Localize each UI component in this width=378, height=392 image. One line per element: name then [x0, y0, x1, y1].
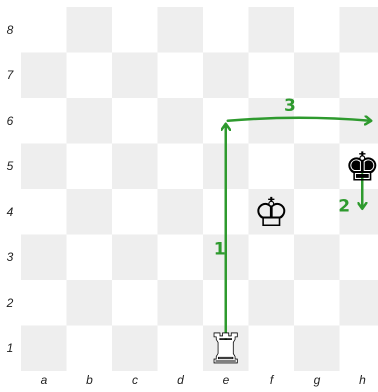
square-a5[interactable] [21, 143, 67, 190]
square-g2[interactable] [294, 280, 340, 326]
square-h2[interactable] [339, 280, 378, 326]
square-c6[interactable] [112, 98, 158, 144]
move-arrow-3: 3 [226, 96, 371, 121]
square-f7[interactable] [248, 52, 295, 99]
move-arrow-2: 2 [338, 173, 362, 216]
square-f8[interactable] [248, 7, 295, 53]
square-b2[interactable] [66, 280, 113, 326]
square-h4[interactable] [339, 189, 378, 235]
square-a3[interactable] [21, 234, 67, 281]
square-d7[interactable] [157, 52, 204, 99]
square-e7[interactable] [203, 52, 249, 99]
square-f6[interactable] [248, 98, 295, 144]
square-g3[interactable] [294, 234, 340, 281]
square-f4[interactable] [248, 189, 295, 235]
file-label-e: e [222, 373, 230, 387]
square-g6[interactable] [294, 98, 340, 144]
square-c8[interactable] [112, 7, 158, 53]
rank-label-1: 1 [6, 341, 14, 356]
move-arrow-1: 1 [214, 125, 226, 344]
squares-layer [21, 7, 378, 371]
square-b3[interactable] [66, 234, 113, 281]
square-b1[interactable] [66, 325, 113, 372]
pieces-layer: ♜ ♔ ♚ [207, 144, 378, 373]
square-f5[interactable] [248, 143, 295, 190]
square-g7[interactable] [294, 52, 340, 99]
square-d3[interactable] [157, 234, 204, 281]
square-h7[interactable] [339, 52, 378, 99]
square-d2[interactable] [157, 280, 204, 326]
square-c3[interactable] [112, 234, 158, 281]
rank-label-3: 3 [6, 250, 14, 265]
square-a1[interactable] [21, 325, 67, 372]
square-a7[interactable] [21, 52, 67, 99]
square-c2[interactable] [112, 280, 158, 326]
square-c7[interactable] [112, 52, 158, 99]
file-label-a: a [40, 373, 48, 387]
square-a6[interactable] [21, 98, 67, 144]
square-g4[interactable] [294, 189, 340, 235]
square-h3[interactable] [339, 234, 378, 281]
file-label-h: h [359, 373, 366, 387]
rank-label-2: 2 [6, 295, 14, 310]
square-h8[interactable] [339, 7, 378, 53]
file-label-f: f [269, 373, 274, 387]
square-c1[interactable] [112, 325, 158, 372]
square-g5[interactable] [294, 143, 340, 190]
white-king-king-icon[interactable]: ♔ [253, 190, 289, 236]
arrow-line-3 [226, 118, 371, 121]
square-f2[interactable] [248, 280, 295, 326]
square-c4[interactable] [112, 189, 158, 235]
square-h5[interactable] [339, 143, 378, 190]
arrows-layer: 1 2 3 [214, 96, 371, 344]
square-b8[interactable] [66, 7, 113, 53]
square-b4[interactable] [66, 189, 113, 235]
square-d4[interactable] [157, 189, 204, 235]
arrow-label-1: 1 [214, 240, 226, 260]
square-c5[interactable] [112, 143, 158, 190]
square-f3[interactable] [248, 234, 295, 281]
square-e8[interactable] [203, 7, 249, 53]
rank-label-8: 8 [6, 22, 14, 37]
square-g8[interactable] [294, 7, 340, 53]
square-b6[interactable] [66, 98, 113, 144]
rank-label-6: 6 [6, 113, 14, 128]
file-label-d: d [177, 373, 184, 387]
square-b7[interactable] [66, 52, 113, 99]
file-label-g: g [313, 373, 321, 387]
square-g1[interactable] [294, 325, 340, 372]
square-d1[interactable] [157, 325, 204, 372]
square-f1[interactable] [248, 325, 295, 372]
square-a4[interactable] [21, 189, 67, 235]
square-d8[interactable] [157, 7, 204, 53]
black-king-king-icon[interactable]: ♚ [344, 144, 378, 190]
file-label-c: c [132, 373, 138, 387]
rank-label-4: 4 [6, 204, 14, 219]
rank-label-7: 7 [6, 68, 14, 83]
arrow-label-2: 2 [338, 196, 350, 216]
arrow-label-3: 3 [284, 96, 296, 116]
square-a2[interactable] [21, 280, 67, 326]
square-a8[interactable] [21, 7, 67, 53]
square-d6[interactable] [157, 98, 204, 144]
rank-label-5: 5 [6, 159, 14, 174]
white-rook-rook-icon[interactable]: ♜ [207, 325, 244, 373]
file-label-b: b [86, 373, 93, 387]
square-d5[interactable] [157, 143, 204, 190]
square-h1[interactable] [339, 325, 378, 372]
square-b5[interactable] [66, 143, 113, 190]
